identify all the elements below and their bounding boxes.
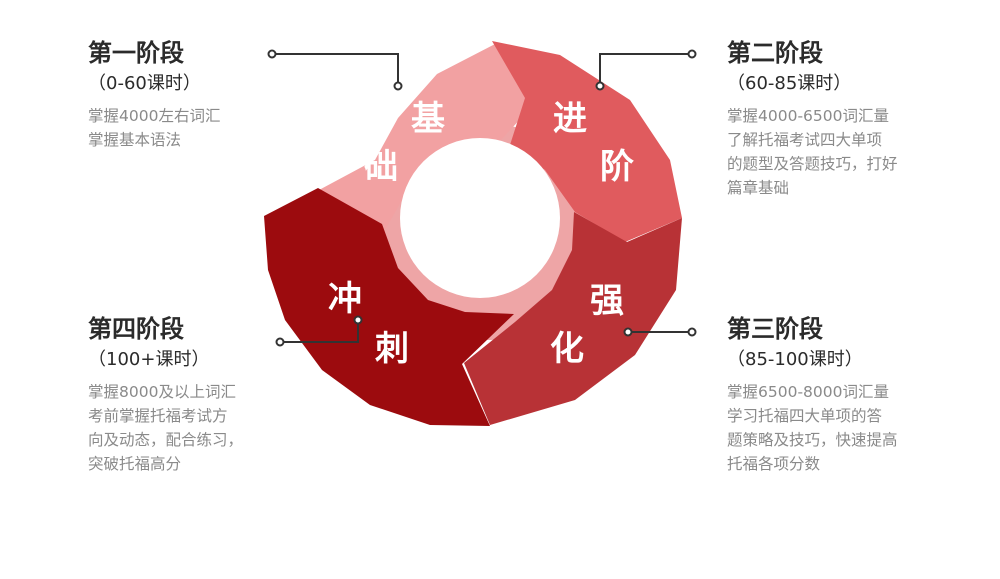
stage-2-hours: （60-85课时） (727, 73, 852, 94)
stage-4-title: 第四阶段 (88, 315, 184, 343)
stage-2-title: 第二阶段 (727, 39, 823, 67)
segment-char-3a: 强 (590, 281, 624, 321)
segment-chongci (264, 188, 514, 426)
stage-2-block: 第二阶段 （60-85课时） 掌握4000-6500词汇量 了解托福考试四大单项… (727, 38, 957, 200)
stage-3-hours: （85-100课时） (727, 349, 863, 370)
donut-hole (400, 138, 560, 298)
segment-char-1b: 础 (364, 147, 398, 187)
stage-3-block: 第三阶段 （85-100课时） 掌握6500-8000词汇量 学习托福四大单项的… (727, 314, 957, 476)
stage-1-desc: 掌握4000左右词汇 掌握基本语法 (88, 107, 221, 149)
leader-line-3 (623, 327, 697, 337)
stage-1-hours: （0-60课时） (88, 73, 201, 94)
stage-3-desc: 掌握6500-8000词汇量 学习托福四大单项的答 题策略及技巧，快速提高 托福… (727, 383, 898, 473)
segment-jinjie (492, 41, 682, 242)
segment-char-4b: 刺 (375, 329, 409, 369)
stage-2-desc: 掌握4000-6500词汇量 了解托福考试四大单项 的题型及答题技巧，打好 篇章… (727, 107, 898, 197)
leader-line-4 (275, 315, 363, 347)
segment-char-4a: 冲 (328, 279, 362, 319)
segment-char-2a: 进 (553, 99, 587, 139)
segment-qianghua (464, 212, 682, 425)
segment-jichu (319, 43, 535, 230)
stage-4-desc: 掌握8000及以上词汇 考前掌握托福考试方 向及动态，配合练习， 突破托福高分 (88, 383, 244, 473)
stage-3-title: 第三阶段 (727, 315, 823, 343)
stage-1-block: 第一阶段 （0-60课时） 掌握4000左右词汇 掌握基本语法 (88, 38, 298, 152)
stage-1-title: 第一阶段 (88, 39, 184, 67)
leader-line-1 (267, 49, 403, 91)
stage-4-hours: （100+课时） (88, 349, 210, 370)
segment-char-3b: 化 (550, 329, 584, 369)
leader-line-2 (595, 49, 697, 91)
segment-char-1a: 基 (411, 99, 445, 139)
segment-char-2b: 阶 (600, 147, 634, 187)
stage-4-block: 第四阶段 （100+课时） 掌握8000及以上词汇 考前掌握托福考试方 向及动态… (88, 314, 298, 476)
